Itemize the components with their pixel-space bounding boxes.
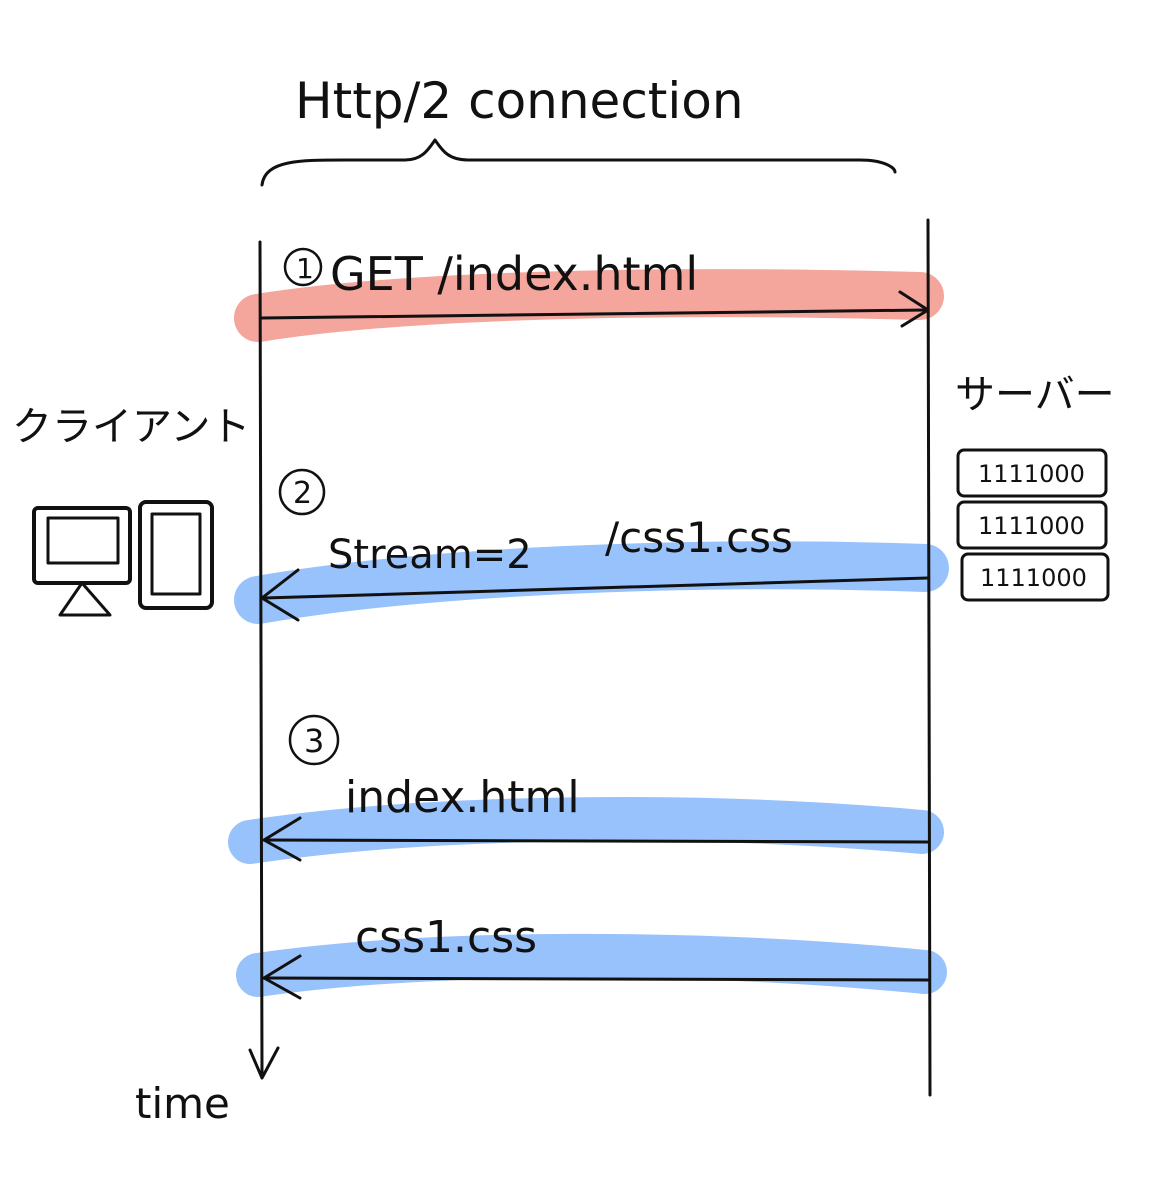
- connection-title: Http/2 connection: [295, 72, 744, 130]
- server-unit-1-text: 1111000: [978, 460, 1085, 488]
- step-3-number: 3: [304, 722, 324, 760]
- message-3-arrowhead: [262, 816, 302, 862]
- server-unit-2-text: 1111000: [978, 512, 1085, 540]
- connection-brace: [260, 138, 897, 187]
- highlight-band-1: [234, 269, 944, 342]
- message-2-arrowhead: [260, 568, 300, 622]
- message-4-arrow: [262, 976, 930, 982]
- message-2-label-left: Stream=2: [328, 532, 532, 578]
- client-computer-icon: [32, 506, 132, 617]
- message-1-arrowhead: [898, 290, 930, 328]
- message-1-arrow: [260, 308, 928, 320]
- server-label: サーバー: [955, 372, 1115, 418]
- time-label: time: [135, 1079, 230, 1128]
- server-unit-3-text: 1111000: [980, 564, 1087, 592]
- message-3-arrow: [262, 838, 930, 844]
- highlight-band-3: [228, 797, 944, 864]
- message-4-arrowhead: [262, 954, 302, 1000]
- server-lifeline: [926, 218, 932, 1097]
- step-1-circle: [283, 247, 323, 287]
- step-1-number: 1: [296, 252, 314, 285]
- message-2-arrow: [262, 576, 930, 600]
- step-2-circle: [278, 468, 326, 516]
- step-3-circle: [288, 714, 340, 766]
- message-1-label: GET /index.html: [330, 247, 698, 301]
- server-rack-icon: 1111000 1111000 1111000: [956, 448, 1110, 602]
- time-arrowhead: [248, 1046, 280, 1080]
- client-lifeline: [258, 240, 264, 1077]
- message-2-label-right: /css1.css: [605, 513, 793, 562]
- message-4-label: css1.css: [355, 912, 537, 963]
- client-tablet-icon: [138, 500, 214, 610]
- step-2-number: 2: [293, 476, 312, 511]
- highlight-band-4: [236, 933, 947, 997]
- highlight-band-2: [234, 541, 949, 624]
- message-3-label: index.html: [345, 772, 580, 823]
- client-label: クライアント: [12, 404, 250, 450]
